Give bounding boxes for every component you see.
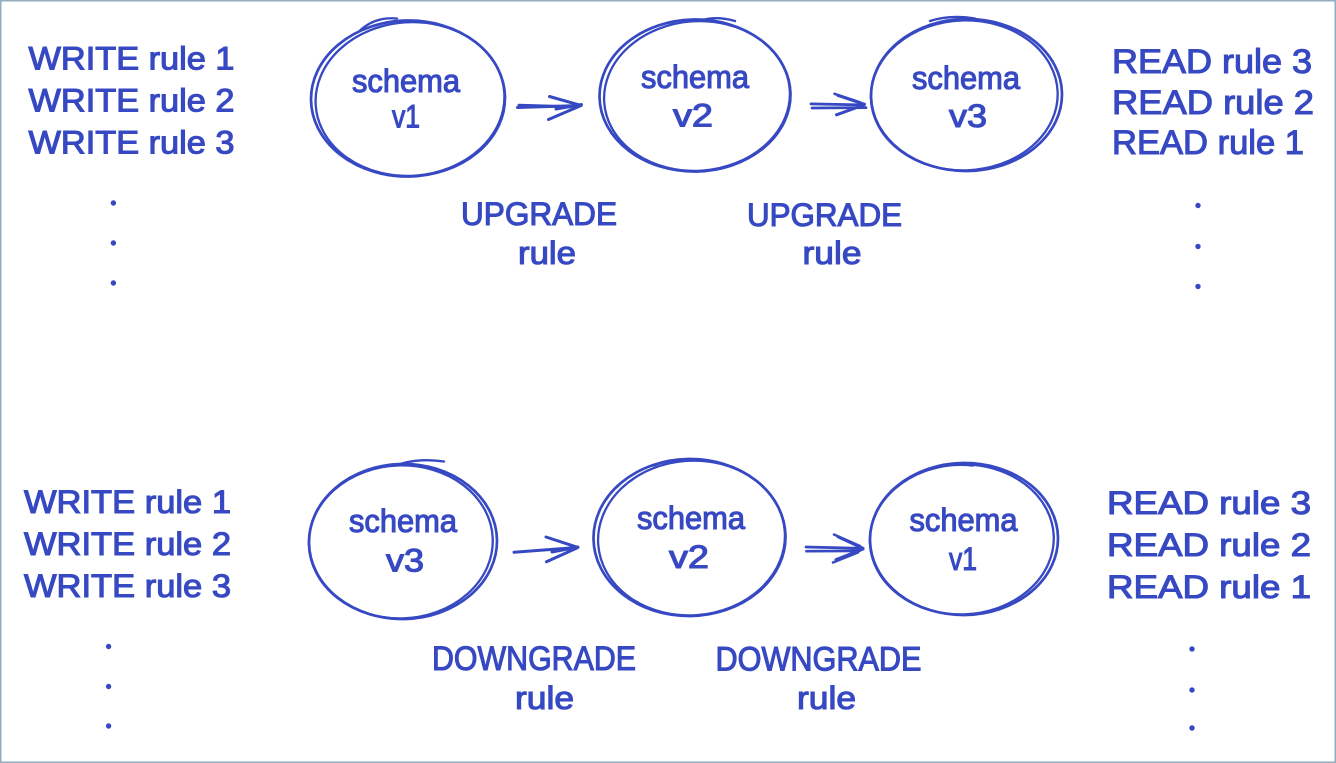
svg-text:v3: v3 [949,98,987,134]
svg-text:schema: schema [349,503,457,539]
svg-text:schema: schema [910,502,1018,538]
svg-text:WRITE rule 3: WRITE rule 3 [29,125,235,161]
svg-text:DOWNGRADE: DOWNGRADE [716,641,922,679]
svg-text:schema: schema [641,59,749,95]
svg-text:rule: rule [518,235,576,271]
svg-text:rule: rule [803,235,862,271]
svg-text:READ rule 2: READ rule 2 [1107,527,1311,563]
svg-text:schema: schema [352,63,460,99]
svg-text:WRITE rule 2: WRITE rule 2 [29,83,235,119]
svg-text:v1: v1 [392,99,420,135]
svg-text:v1: v1 [949,541,977,577]
svg-text:UPGRADE: UPGRADE [461,196,617,232]
svg-text:READ rule 1: READ rule 1 [1112,124,1304,162]
svg-text:schema: schema [637,500,745,536]
svg-text:v2: v2 [673,98,713,134]
svg-text:DOWNGRADE: DOWNGRADE [432,640,636,678]
svg-text:WRITE rule 2: WRITE rule 2 [24,526,231,562]
svg-text:WRITE rule 1: WRITE rule 1 [29,41,235,77]
svg-text:v3: v3 [386,543,424,579]
svg-text:READ rule 2: READ rule 2 [1112,84,1314,122]
svg-text:schema: schema [912,60,1020,96]
svg-text:rule: rule [797,680,856,716]
svg-text:READ rule 3: READ rule 3 [1107,485,1311,521]
svg-text:v2: v2 [669,539,709,575]
svg-text:READ rule 1: READ rule 1 [1107,569,1311,605]
svg-text:UPGRADE: UPGRADE [747,197,902,233]
svg-text:READ rule 3: READ rule 3 [1112,43,1312,81]
svg-text:rule: rule [515,680,574,716]
svg-text:WRITE rule 1: WRITE rule 1 [24,484,231,520]
svg-text:WRITE rule 3: WRITE rule 3 [24,568,231,604]
